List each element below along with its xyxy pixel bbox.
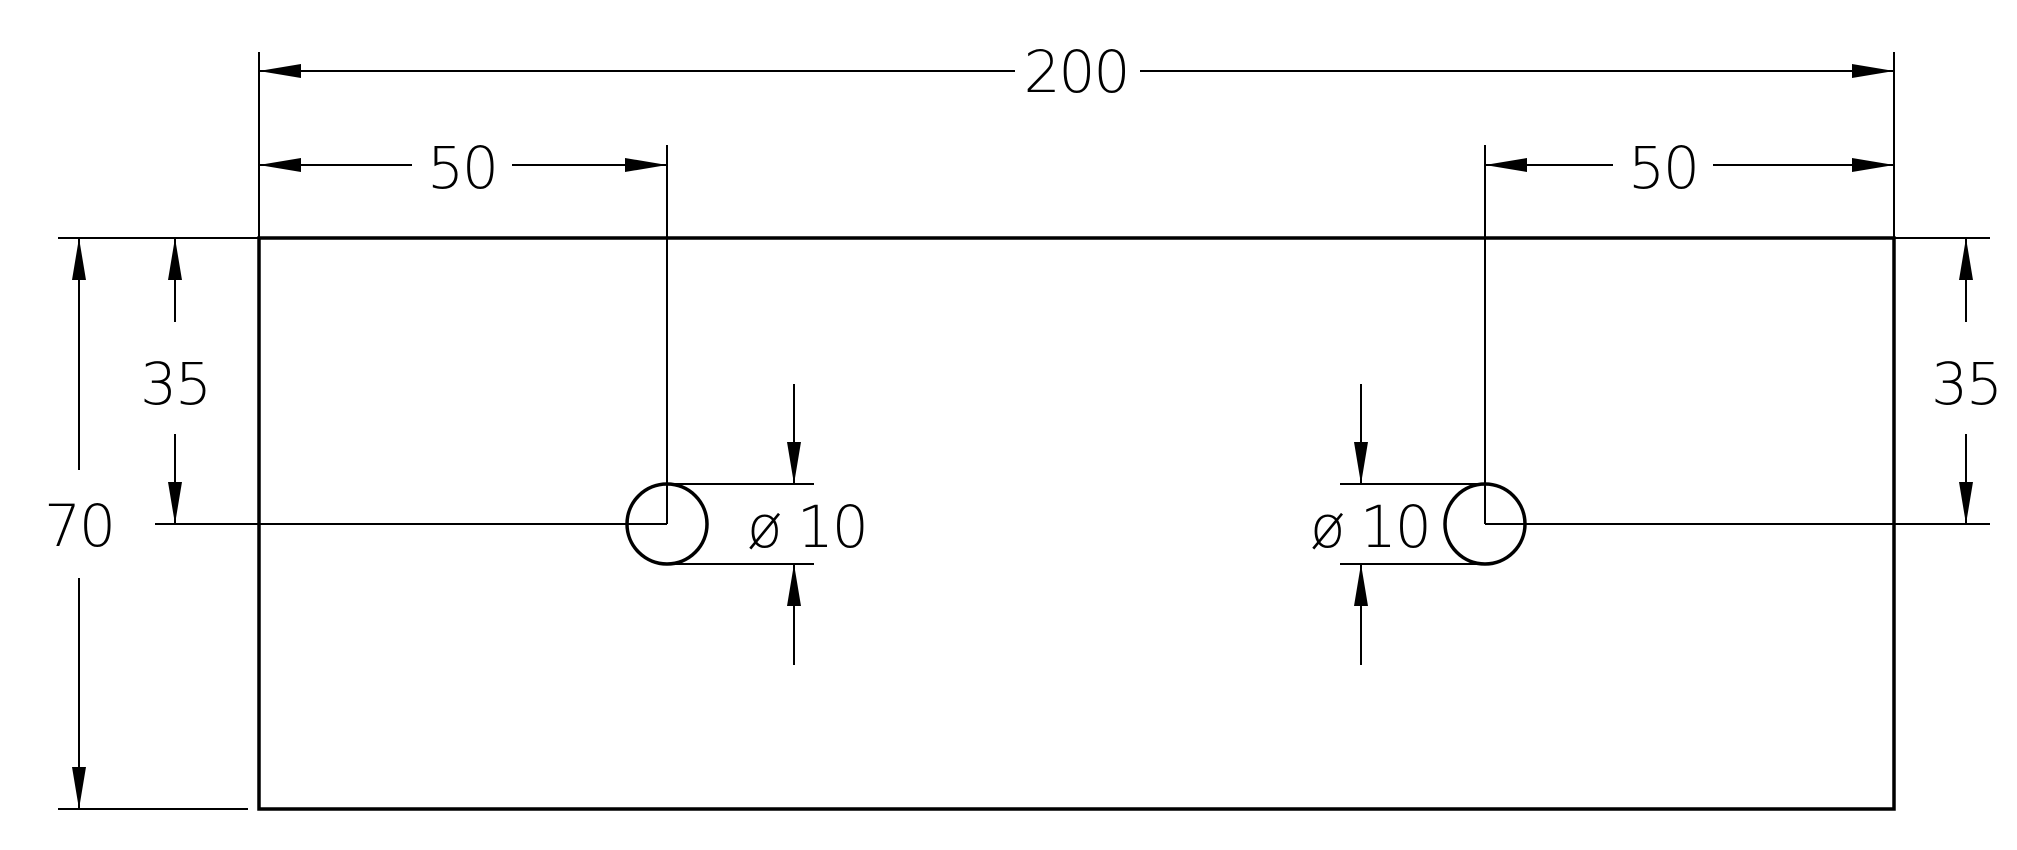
left-hole-height-dimension: 35	[135, 238, 667, 525]
left-hole-diameter-dimension: ø 10	[667, 384, 869, 665]
arrowhead	[72, 767, 86, 809]
overall-width-dimension: 200	[258, 35, 1895, 238]
overall-width-label: 200	[1024, 38, 1129, 106]
arrowhead	[1354, 564, 1368, 606]
arrowhead	[1354, 442, 1368, 484]
arrowhead	[259, 64, 301, 78]
right-hole-height-dimension: 35	[1485, 237, 2006, 525]
arrowhead	[259, 158, 301, 172]
right-hole-height-label: 35	[1931, 350, 2001, 418]
arrowhead	[787, 442, 801, 484]
left-hole-offset-label: 50	[427, 134, 497, 202]
arrowhead	[72, 238, 86, 280]
right-hole-offset-label: 50	[1628, 134, 1698, 202]
arrowhead	[168, 482, 182, 524]
left-hole-height-label: 35	[140, 350, 210, 418]
overall-height-dimension: 70	[40, 237, 259, 810]
overall-height-label: 70	[44, 492, 114, 560]
arrowhead	[1959, 238, 1973, 280]
arrowhead	[625, 158, 667, 172]
arrowhead	[1959, 482, 1973, 524]
arrowhead	[1852, 64, 1894, 78]
right-hole-offset-dimension: 50	[1484, 132, 1894, 524]
arrowhead	[1852, 158, 1894, 172]
right-hole-diameter-dimension: ø 10	[1310, 384, 1485, 665]
left-hole-offset-dimension: 50	[259, 132, 668, 524]
right-hole-diameter-label: ø 10	[1310, 493, 1430, 561]
arrowhead	[787, 564, 801, 606]
left-hole-diameter-label: ø 10	[747, 493, 867, 561]
arrowhead	[168, 238, 182, 280]
arrowhead	[1485, 158, 1527, 172]
